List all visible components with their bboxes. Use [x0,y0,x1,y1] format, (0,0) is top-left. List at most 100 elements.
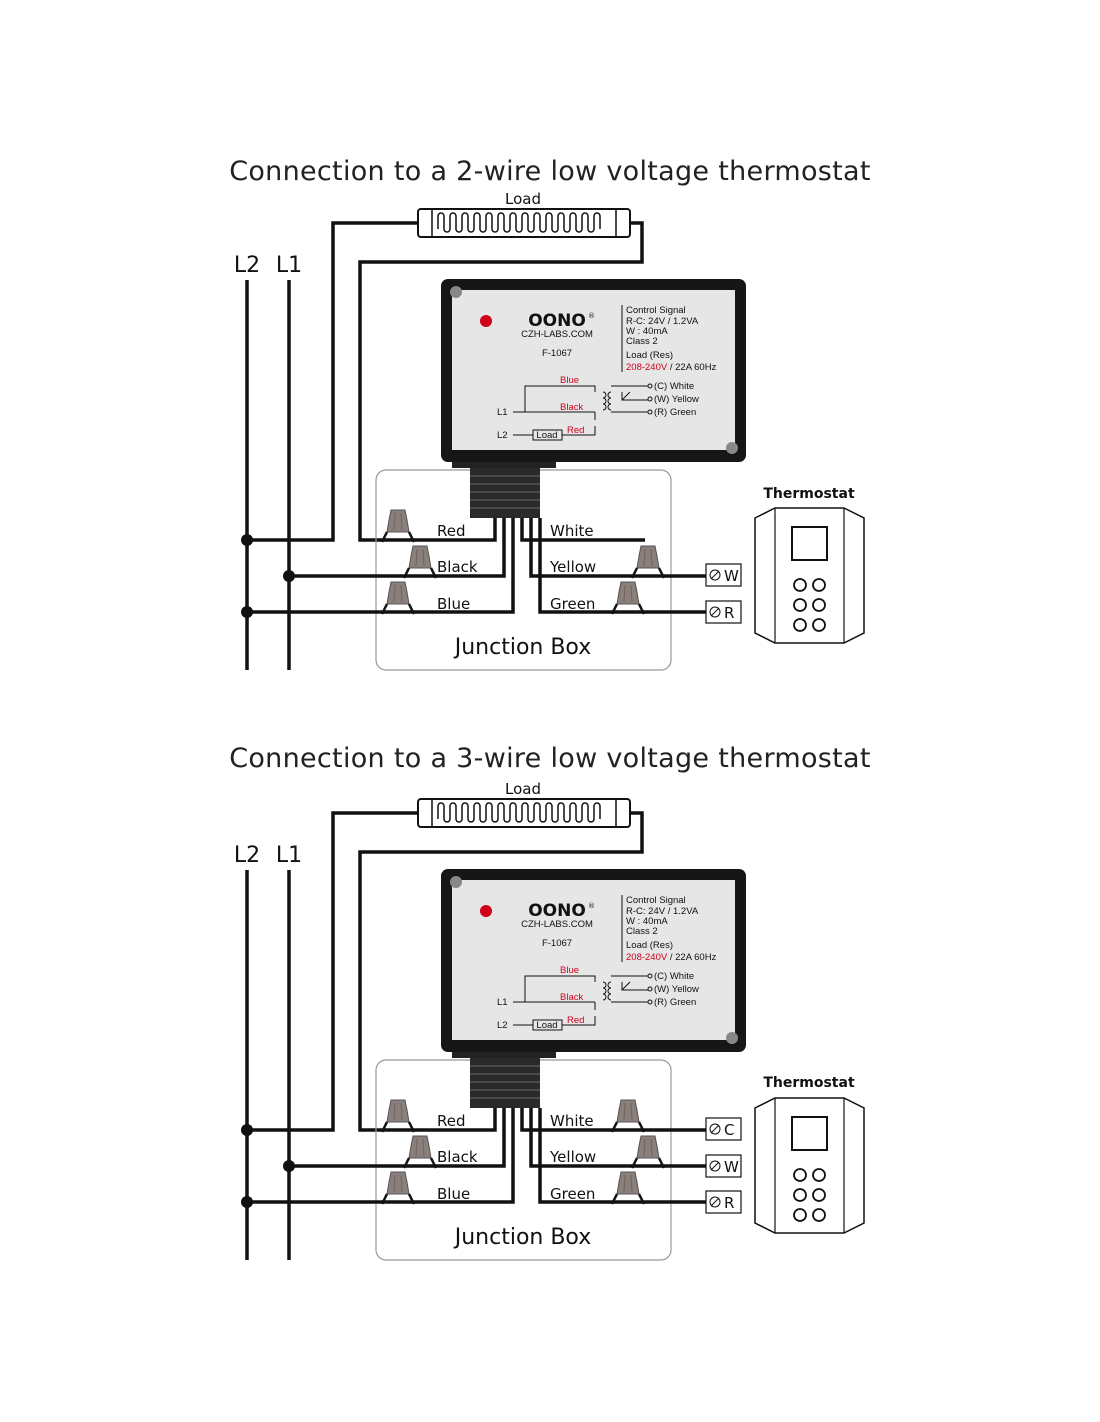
thermostat-label: Thermostat [763,486,855,502]
junction-dot [241,1124,253,1136]
wire-label-white: White [550,1112,594,1130]
label-black: Black [560,402,583,413]
l2-label: L2 [234,253,260,278]
wire-nut-icon [630,544,666,580]
wire-nut-icon [380,508,416,544]
junction-dot [241,1196,253,1208]
wire-nut-icon [402,544,438,580]
indicator-led [480,315,492,327]
thermostat-icon [754,507,865,644]
wire-nut-icon [402,1134,438,1170]
diagram-title: Connection to a 3-wire low voltage therm… [229,743,871,774]
terminal-r: R [724,1194,734,1212]
terminal-w: W [724,1158,739,1176]
junction-dot [241,534,253,546]
terminal-block: W R [705,563,742,624]
wire-nut-icon [610,1098,646,1134]
brand-logo: OONO [528,901,586,921]
inner-load-label: Load [536,1020,557,1031]
diagram-title: Connection to a 2-wire low voltage therm… [229,156,871,187]
wire-label-blue: Blue [437,595,470,613]
terminal-l2: L2 [497,1020,508,1031]
load-wire-left [247,811,418,1132]
l2-label: L2 [234,843,260,868]
out-c: (C) White [654,971,694,982]
l1-label: L1 [276,843,302,868]
wire-label-white: White [550,522,594,540]
heater-coil-icon [417,208,631,238]
conduit-nipple [452,462,556,518]
wire-label-red: Red [437,522,466,540]
out-c: (C) White [654,381,694,392]
load-wire-right [358,221,644,542]
spec-voltage: 208-240V / 22A 60Hz [626,952,717,963]
wire-label-black: Black [437,1148,478,1166]
wire-label-blue: Blue [437,1185,470,1203]
diagram-3-wire: Connection to a 3-wire low voltage therm… [229,743,871,1261]
heater-coil-icon [417,798,631,828]
diagram-2-wire: Connection to a 2-wire low voltage therm… [229,156,871,671]
wire-label-red: Red [437,1112,466,1130]
l1-label: L1 [276,253,302,278]
load-label: Load [505,190,541,208]
spec-line: Load (Res) [626,350,673,361]
device-model: F-1067 [542,938,572,949]
out-w: (W) Yellow [654,984,699,995]
wire-nut-icon [610,1170,646,1206]
wire-nut-icon [380,1170,416,1206]
label-black: Black [560,992,583,1003]
label-blue: Blue [560,965,579,976]
label-red: Red [567,425,584,436]
terminal-w: W [724,567,739,585]
device-website: CZH-LABS.COM [521,329,593,340]
terminal-l1: L1 [497,407,508,418]
wire-label-yellow: Yellow [549,558,596,576]
junction-box-label: Junction Box [453,1225,592,1250]
device-model: F-1067 [542,348,572,359]
junction-dot [283,570,295,582]
wire-label-yellow: Yellow [549,1148,596,1166]
wire-nut-icon [380,580,416,616]
thermostat-icon [754,1097,865,1234]
oono-timer-device: OONO ® CZH-LABS.COM F-1067 Control Signa… [441,869,746,1052]
load-wire-right [358,811,644,1132]
junction-dot [241,606,253,618]
terminal-l2: L2 [497,430,508,441]
thermostat-label: Thermostat [763,1075,855,1091]
out-r: (R) Green [654,407,696,418]
spec-line: R-C: 24V / 1.2VA [626,316,699,327]
conduit-nipple [452,1052,556,1108]
junction-box-label: Junction Box [453,635,592,660]
indicator-led [480,905,492,917]
terminal-block: C W R [705,1117,742,1214]
brand-logo: OONO [528,311,586,331]
wire-nut-icon [630,1134,666,1170]
spec-line: Class 2 [626,336,658,347]
wire-nut-icon [380,1098,416,1134]
spec-line: Control Signal [626,895,686,906]
load-wire-left [247,221,418,542]
load-label: Load [505,780,541,798]
spec-line: Load (Res) [626,940,673,951]
wire-label-green: Green [550,1185,595,1203]
oono-timer-device: OONO ® CZH-LABS.COM F-1067 Control Signa… [441,279,746,462]
wire-label-green: Green [550,595,595,613]
out-w: (W) Yellow [654,394,699,405]
wire-label-black: Black [437,558,478,576]
label-red: Red [567,1015,584,1026]
terminal-r: R [724,604,734,622]
terminal-c: C [724,1121,734,1139]
spec-line: Class 2 [626,926,658,937]
inner-load-label: Load [536,430,557,441]
spec-line: Control Signal [626,305,686,316]
registered-mark: ® [588,902,595,910]
out-r: (R) Green [654,997,696,1008]
registered-mark: ® [588,312,595,320]
junction-dot [283,1160,295,1172]
label-blue: Blue [560,375,579,386]
spec-voltage: 208-240V / 22A 60Hz [626,362,717,373]
spec-line: W : 40mA [626,916,668,927]
terminal-l1: L1 [497,997,508,1008]
wire-nut-icon [610,580,646,616]
